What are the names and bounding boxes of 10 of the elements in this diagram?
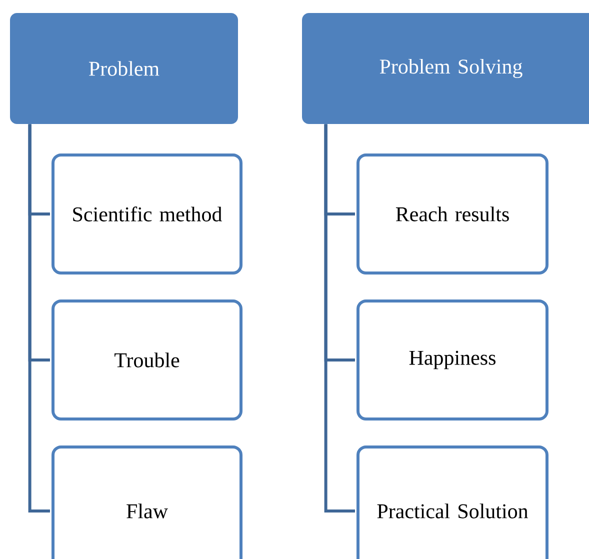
item-box: Reach results (356, 154, 548, 274)
item-box: Practical Solution (356, 445, 548, 559)
item-box: Flaw (52, 445, 242, 559)
connector-line (28, 124, 50, 512)
item-box: Happiness (356, 300, 548, 420)
heading-box: Problem (10, 13, 238, 124)
item-box: Scientific method (52, 154, 242, 274)
item-box: Trouble (52, 300, 242, 420)
heading-box: Problem Solving (302, 13, 589, 124)
connector-line (324, 124, 355, 512)
